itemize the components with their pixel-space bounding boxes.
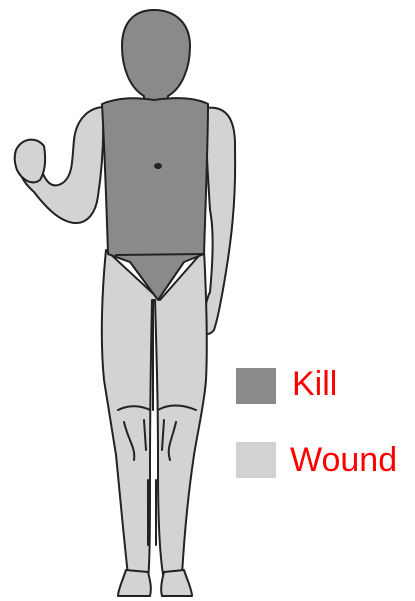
legs [102,250,207,580]
wound-legend-label: Wound [290,443,397,477]
right-foot [161,570,192,596]
wound-legend-swatch [236,442,276,478]
navel [155,164,161,168]
kill-legend-swatch [236,368,276,404]
head [122,10,190,104]
left-foot [118,570,151,596]
waist-line [116,254,204,255]
fist [15,140,46,183]
kill-legend-label: Kill [292,367,337,401]
